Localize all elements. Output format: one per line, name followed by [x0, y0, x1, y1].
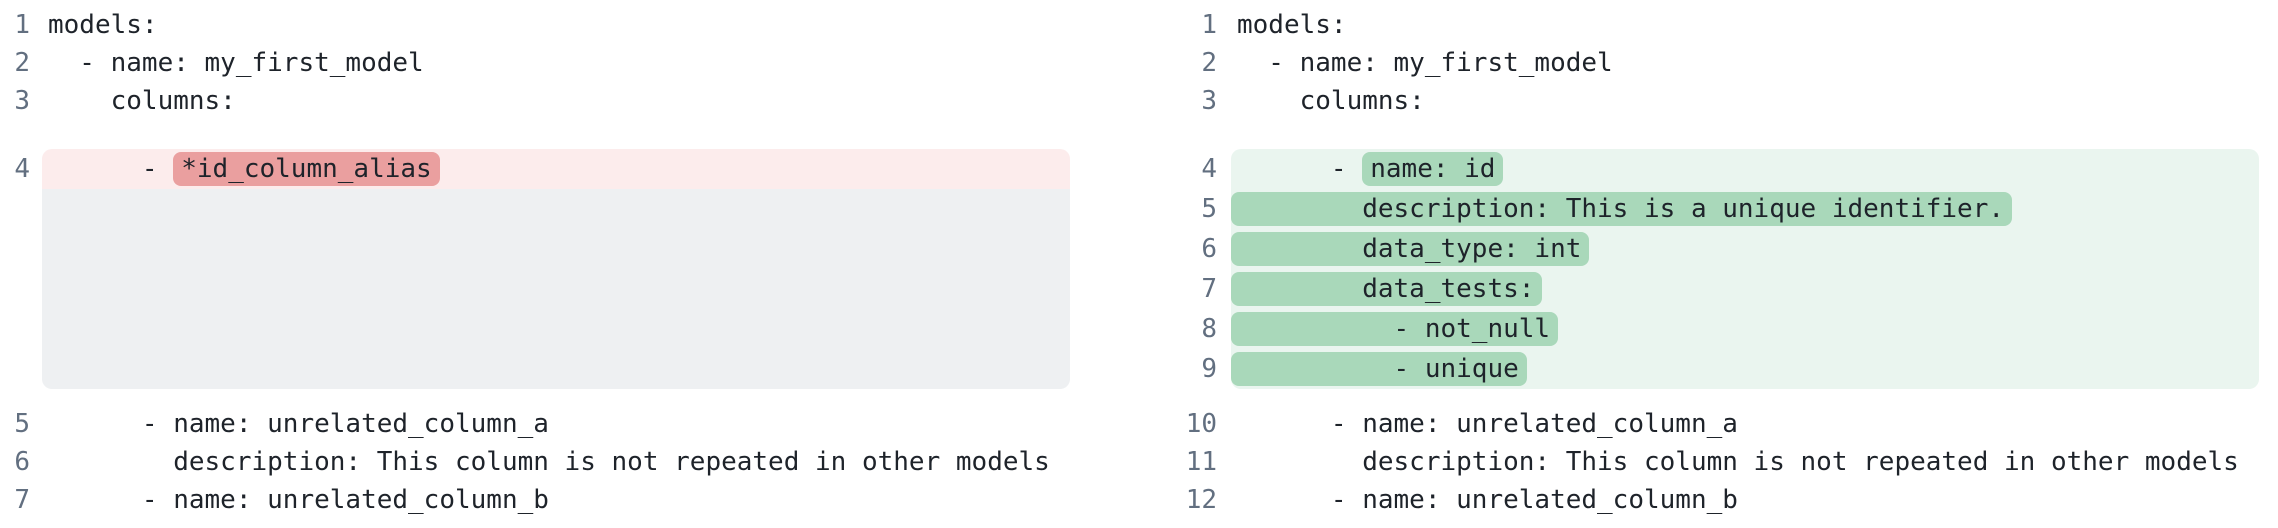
line-number: 6: [1201, 234, 1217, 264]
code-text: models:: [48, 10, 158, 40]
code-line-content: - name: unrelated_column_b: [1231, 481, 2259, 519]
code-text: columns:: [48, 86, 236, 116]
line-number: 9: [1201, 354, 1217, 384]
line-number: 8: [1201, 314, 1217, 344]
code-line-content: - *id_column_alias: [42, 149, 1070, 189]
line-number: 5: [14, 409, 30, 439]
code-line-content: - name: unrelated_column_a: [1231, 405, 2259, 443]
line-number: 2: [14, 48, 30, 78]
changed-token: - unique: [1231, 352, 1527, 386]
code-line: 5 - name: unrelated_column_a: [10, 405, 1070, 443]
code-line: 7 - name: unrelated_column_b: [10, 481, 1070, 519]
line-number-empty: [10, 189, 30, 389]
code-line: 3 columns:: [1185, 82, 2259, 120]
code-line-content: - name: id: [1231, 149, 2259, 189]
code-line: 10 - name: unrelated_column_a: [1185, 405, 2259, 443]
line-number: 4: [14, 154, 30, 184]
code-line: 1 models:: [10, 6, 1070, 44]
code-text: - name: unrelated_column_b: [48, 485, 549, 515]
code-line-content: description: This column is not repeated…: [42, 443, 1070, 481]
code-text: -: [1237, 154, 1363, 184]
code-line: 6 data_type: int: [1185, 229, 2259, 269]
code-text: -: [48, 154, 174, 184]
code-line-content: - name: my_first_model: [42, 44, 1070, 82]
code-text: columns:: [1237, 86, 1425, 116]
spacer-row: [10, 189, 1070, 389]
code-line-content: models:: [42, 6, 1070, 44]
code-line: 3 columns:: [10, 82, 1070, 120]
line-number: 7: [14, 485, 30, 515]
line-number: 6: [14, 447, 30, 477]
code-line: 7 data_tests:: [1185, 269, 2259, 309]
code-line: 12 - name: unrelated_column_b: [1185, 481, 2259, 519]
line-number: 4: [1201, 154, 1217, 184]
changed-token: description: This is a unique identifier…: [1231, 192, 2013, 226]
code-line: 5 description: This is a unique identifi…: [1185, 189, 2259, 229]
code-text: - name: unrelated_column_a: [1237, 409, 1738, 439]
line-number: 10: [1185, 409, 1217, 439]
code-line: 6 description: This column is not repeat…: [10, 443, 1070, 481]
code-line-content: description: This column is not repeated…: [1231, 443, 2259, 481]
code-line-content: - name: unrelated_column_b: [42, 481, 1070, 519]
line-number: 11: [1185, 447, 1217, 477]
line-number: 1: [1201, 10, 1217, 40]
line-number: 5: [1201, 194, 1217, 224]
code-line-content: - name: unrelated_column_a: [42, 405, 1070, 443]
line-number: 3: [1201, 86, 1217, 116]
code-line-content: - name: my_first_model: [1231, 44, 2259, 82]
code-text: - name: unrelated_column_a: [48, 409, 549, 439]
changed-token: name: id: [1362, 152, 1504, 186]
code-line: 8 - not_null: [1185, 309, 2259, 349]
changed-token: data_type: int: [1231, 232, 1590, 266]
code-line: 4 - name: id: [1185, 149, 2259, 189]
code-line-content: models:: [1231, 6, 2259, 44]
code-text: - name: unrelated_column_b: [1237, 485, 1738, 515]
diff-hunk-del: 4 - *id_column_alias: [10, 149, 1070, 389]
changed-token: - not_null: [1231, 312, 1559, 346]
diff-spacer: [42, 189, 1070, 389]
code-text: - name: my_first_model: [1237, 48, 1613, 78]
code-text: models:: [1237, 10, 1347, 40]
code-text: description: This column is not repeated…: [1237, 447, 2239, 477]
code-line: 2 - name: my_first_model: [10, 44, 1070, 82]
code-line: 4 - *id_column_alias: [10, 149, 1070, 189]
code-line: 11 description: This column is not repea…: [1185, 443, 2259, 481]
changed-token: data_tests:: [1231, 272, 1543, 306]
line-number: 12: [1185, 485, 1217, 515]
code-line-content: - not_null: [1231, 309, 2259, 349]
line-number: 3: [14, 86, 30, 116]
code-line-content: data_type: int: [1231, 229, 2259, 269]
code-line: 2 - name: my_first_model: [1185, 44, 2259, 82]
changed-token: *id_column_alias: [173, 152, 440, 186]
code-line-content: columns:: [42, 82, 1070, 120]
code-line-content: columns:: [1231, 82, 2259, 120]
line-number: 1: [14, 10, 30, 40]
line-number: 2: [1201, 48, 1217, 78]
line-number: 7: [1201, 274, 1217, 304]
code-line-content: - unique: [1231, 349, 2259, 389]
code-line: 1 models:: [1185, 6, 2259, 44]
code-line-content: description: This is a unique identifier…: [1231, 189, 2259, 229]
code-text: description: This column is not repeated…: [48, 447, 1050, 477]
code-line: 9 - unique: [1185, 349, 2259, 389]
code-text: - name: my_first_model: [48, 48, 424, 78]
code-line-content: data_tests:: [1231, 269, 2259, 309]
